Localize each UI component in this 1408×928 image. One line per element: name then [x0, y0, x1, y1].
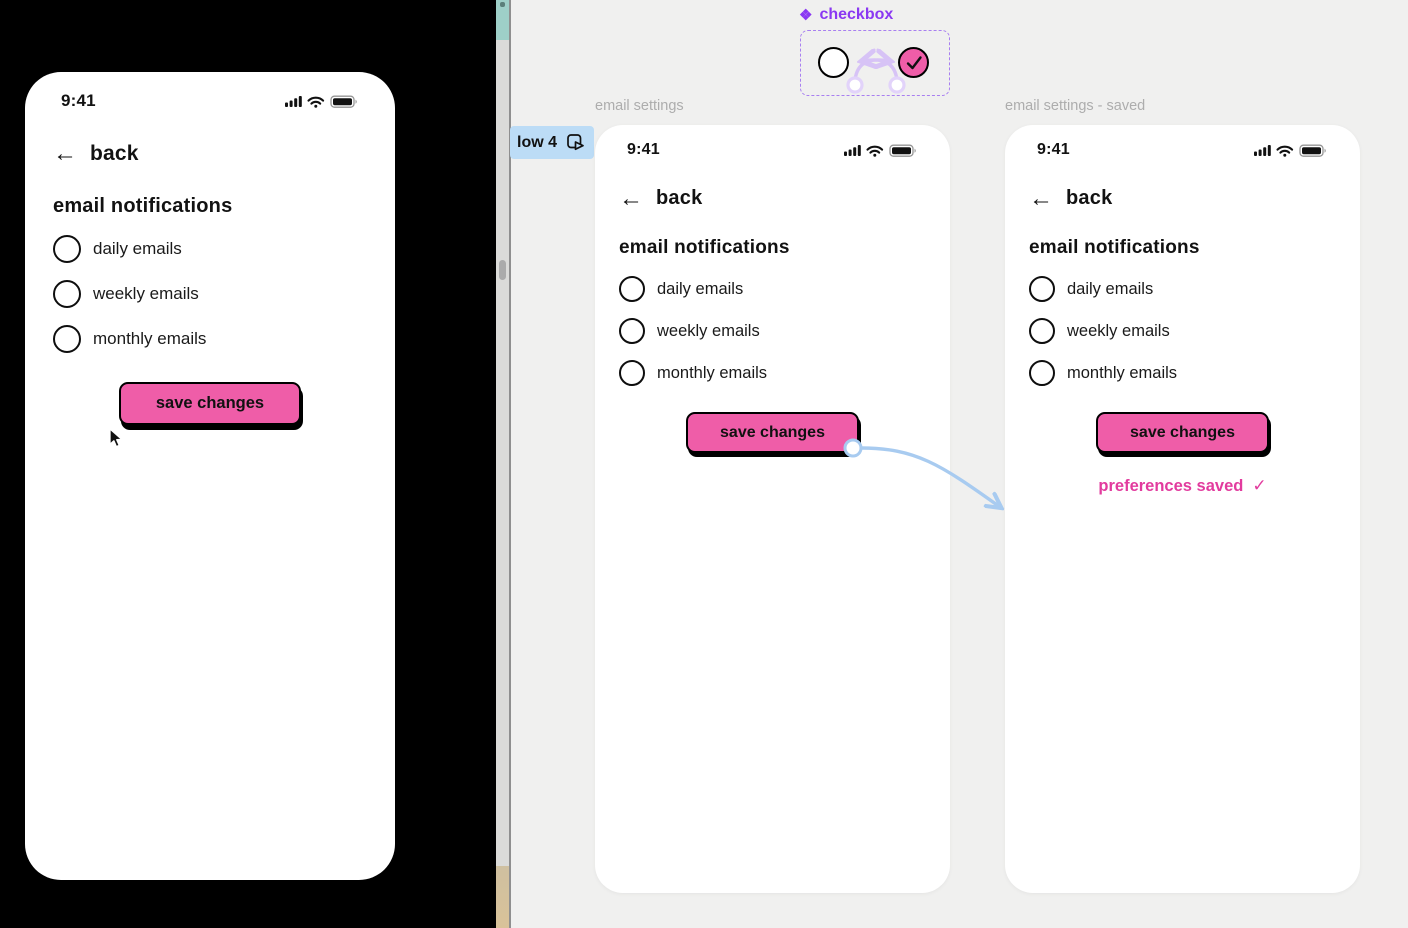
save-changes-button[interactable]: save changes — [686, 412, 859, 453]
back-arrow-icon: ← — [619, 184, 643, 212]
save-changes-button[interactable]: save changes — [1096, 412, 1269, 453]
check-icon: ✓ — [1252, 476, 1267, 495]
radio-unchecked-icon[interactable] — [1029, 360, 1055, 386]
wifi-icon — [1276, 145, 1294, 157]
checkbox-checked-variant[interactable] — [898, 47, 929, 78]
options-list: daily emails weekly emails monthly email… — [1029, 276, 1336, 386]
battery-icon — [330, 95, 357, 108]
back-button[interactable]: ← back — [619, 184, 703, 212]
radio-unchecked-icon[interactable] — [1029, 276, 1055, 302]
options-list: daily emails weekly emails monthly email… — [619, 276, 926, 386]
checkbox-unchecked-variant[interactable] — [818, 47, 849, 78]
presentation-window: 9:41 — [0, 0, 496, 928]
status-icons — [844, 143, 918, 158]
window-divider — [496, 0, 511, 928]
radio-unchecked-icon[interactable] — [1029, 318, 1055, 344]
mouse-cursor — [109, 428, 123, 448]
radio-unchecked-icon[interactable] — [53, 235, 81, 263]
frame-email-settings[interactable]: 9:41 — [595, 125, 950, 893]
frame-email-settings-saved[interactable]: 9:41 — [1005, 125, 1360, 893]
page-title: email notifications — [53, 195, 233, 217]
status-icons — [1254, 143, 1328, 158]
radio-unchecked-icon[interactable] — [53, 280, 81, 308]
battery-icon — [1299, 144, 1326, 157]
signal-icon — [844, 144, 861, 156]
status-bar: 9:41 — [1029, 139, 1336, 161]
background-window-sliver — [496, 0, 509, 40]
option-weekly[interactable]: weekly emails — [53, 280, 367, 308]
battery-icon — [889, 144, 916, 157]
status-bar: 9:41 — [619, 139, 926, 161]
option-daily[interactable]: daily emails — [619, 276, 926, 302]
wifi-icon — [307, 96, 325, 108]
component-diamond-icon: ❖ — [799, 7, 813, 24]
back-arrow-icon: ← — [53, 140, 77, 167]
flow-play-icon — [567, 134, 584, 151]
option-weekly[interactable]: weekly emails — [1029, 318, 1336, 344]
component-label[interactable]: ❖ checkbox — [799, 6, 894, 24]
scrollbar-thumb[interactable] — [499, 260, 506, 280]
radio-unchecked-icon[interactable] — [619, 360, 645, 386]
page-title: email notifications — [1029, 237, 1200, 258]
option-monthly[interactable]: monthly emails — [53, 325, 367, 353]
flow-start-badge[interactable]: low 4 — [510, 126, 595, 159]
checkmark-icon — [906, 55, 922, 69]
back-button[interactable]: ← back — [53, 140, 139, 167]
radio-unchecked-icon[interactable] — [619, 276, 645, 302]
options-list: daily emails weekly emails monthly email… — [53, 235, 367, 353]
back-arrow-icon: ← — [1029, 184, 1053, 212]
status-bar: 9:41 — [53, 90, 367, 112]
design-canvas[interactable]: ❖ checkbox low 4 email s — [510, 0, 1408, 928]
confirmation-message: preferences saved ✓ — [1098, 476, 1267, 495]
variant-interaction-arrows — [846, 44, 906, 94]
status-time: 9:41 — [627, 141, 660, 158]
signal-icon — [1254, 144, 1271, 156]
status-time: 9:41 — [1037, 141, 1070, 158]
window-edge-line — [509, 0, 511, 928]
option-daily[interactable]: daily emails — [53, 235, 367, 263]
wifi-icon — [866, 145, 884, 157]
radio-unchecked-icon[interactable] — [53, 325, 81, 353]
status-time: 9:41 — [61, 91, 96, 110]
option-monthly[interactable]: monthly emails — [619, 360, 926, 386]
divider-dot — [500, 2, 505, 7]
save-changes-button[interactable]: save changes — [119, 382, 301, 425]
component-variants-container[interactable] — [800, 30, 950, 96]
option-weekly[interactable]: weekly emails — [619, 318, 926, 344]
radio-unchecked-icon[interactable] — [619, 318, 645, 344]
option-daily[interactable]: daily emails — [1029, 276, 1336, 302]
preview-phone-screen: 9:41 — [25, 72, 395, 880]
frame-title-email-settings-saved[interactable]: email settings - saved — [1005, 98, 1146, 114]
status-icons — [285, 94, 359, 109]
option-monthly[interactable]: monthly emails — [1029, 360, 1336, 386]
frame-title-email-settings[interactable]: email settings — [595, 98, 684, 114]
back-button[interactable]: ← back — [1029, 184, 1113, 212]
page-title: email notifications — [619, 237, 790, 258]
signal-icon — [285, 95, 302, 107]
background-window-sliver-bottom — [496, 866, 509, 928]
